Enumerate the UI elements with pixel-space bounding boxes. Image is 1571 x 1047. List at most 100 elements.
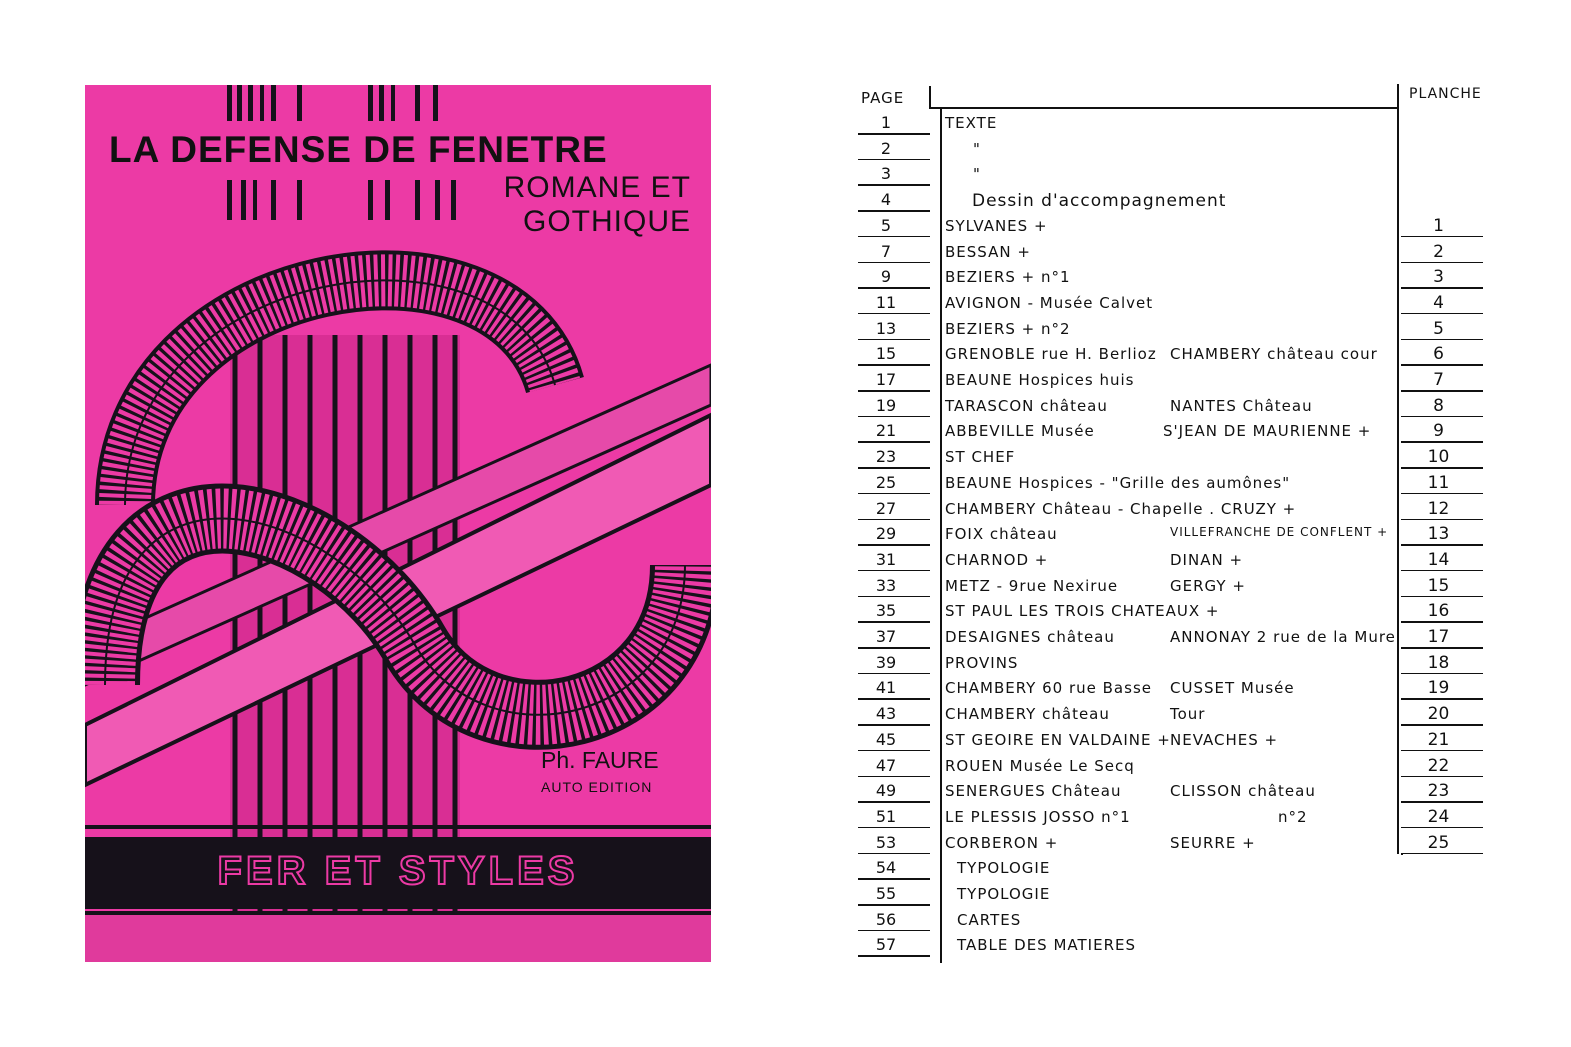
toc-entry: TARASCON château [945,396,1108,415]
toc-entry: CHAMBERY château [945,705,1110,724]
toc-entry-secondary: GERGY + [1170,576,1246,595]
toc-entry: BESSAN + [945,242,1031,261]
planche-column-divider [1397,84,1399,854]
page-row-rule [858,878,930,880]
page-row-rule [858,287,930,289]
toc-entry-secondary: NEVACHES + [1170,730,1279,749]
toc-entry-secondary: Tour [1170,705,1206,724]
toc-page-number: 21 [875,421,897,441]
toc-page-number: 2 [880,138,892,158]
toc-planche-number: 18 [1427,652,1450,673]
toc-entry: CHAMBERY 60 rue Basse [945,679,1152,698]
page-row-rule [858,210,930,212]
planche-row-rule [1401,595,1483,598]
cover-band [85,837,711,909]
toc-planche-number: 1 [1433,215,1444,236]
toc-entry: FOIX château [945,525,1058,544]
toc-planche-number: 6 [1433,344,1444,365]
toc-page-number: 33 [875,575,897,595]
page-row-rule [858,544,930,546]
toc-planche-number: 7 [1433,370,1444,390]
toc-page-number: 35 [875,601,897,621]
toc-planche-number: 9 [1433,421,1444,442]
toc-page-number: 57 [875,935,897,955]
toc-planche-number: 20 [1427,704,1450,725]
toc-page-number: 4 [880,190,892,210]
toc-page-number: 56 [875,909,897,929]
planche-row-rule [1401,415,1483,418]
page-row-rule [858,518,930,520]
toc-entry: ST PAUL LES TROIS CHATEAUX + [945,602,1220,621]
toc-page-number: 37 [875,627,897,646]
page-row-rule [858,647,930,649]
toc-entry-secondary: n°2 [1278,807,1308,826]
planche-row-rule [1401,518,1483,520]
page-row-rule [858,390,930,392]
toc-planche-number: 4 [1433,292,1444,313]
planche-row-rule [1401,467,1483,469]
toc-entry: AVIGNON - Musée Calvet [945,293,1154,312]
page-row-rule [858,467,930,469]
page-row-rule [858,698,930,700]
page-row-rule [858,801,930,803]
toc-planche-number: 16 [1427,601,1450,622]
toc-page-number: 9 [880,267,892,287]
toc-page-number: 49 [875,781,897,801]
toc-page-number: 15 [875,344,897,364]
toc-planche-number: 17 [1427,627,1450,647]
toc-entry-secondary: CLISSON château [1170,782,1316,801]
toc-entry: TYPOLOGIE [957,859,1051,878]
cover-band-title: FER ET STYLES [217,848,579,894]
toc-entry-secondary: SEURRE + [1170,833,1256,852]
toc-entry-secondary: CHAMBERY château cour [1170,345,1378,364]
page-row-rule [858,415,930,418]
toc-page-number: 11 [875,292,897,312]
toc-planche-number: 21 [1427,729,1450,750]
planche-row-rule [1401,338,1483,341]
planche-row-rule [1401,261,1483,263]
toc-entry: SYLVANES + [945,216,1048,235]
page-row-rule [858,724,930,726]
toc-entry: ROUEN Musée Le Secq [945,756,1135,775]
toc-entry-secondary: VILLEFRANCHE DE CONFLENT + [1170,525,1389,540]
page-row-rule [858,569,930,572]
toc-page-number: 27 [875,498,897,518]
page-row-rule [858,826,930,829]
planche-row-rule [1401,569,1483,572]
planche-row-rule [1401,724,1483,726]
page-row-rule [858,621,930,623]
toc-planche-number: 3 [1433,267,1444,288]
toc-entry: PROVINS [945,653,1019,672]
toc-planche-number: 14 [1427,549,1450,570]
toc-page-number: 19 [875,395,897,415]
toc-page-number: 41 [875,678,897,698]
toc-entry: DESAIGNES château [945,628,1115,646]
toc-page-number: 29 [875,524,897,544]
toc-planche-number: 15 [1427,575,1450,596]
toc-entry: TYPOLOGIE [957,885,1051,903]
page-row-rule [858,749,930,752]
planche-row-rule [1401,801,1483,803]
toc-entry: BEAUNE Hospices - "Grille des aumônes" [945,473,1291,492]
toc-entry: ABBEVILLE Musée [945,422,1095,441]
page-row-rule [858,133,930,135]
toc-page-number: 47 [875,755,897,775]
planche-row-rule [1401,852,1483,855]
toc-page-number: 25 [875,472,897,492]
planche-row-rule [1401,621,1483,623]
page-row-rule [858,595,930,598]
toc-entry-secondary: CUSSET Musée [1170,679,1295,698]
toc-planche-number: 24 [1427,806,1450,827]
toc-planche-number: 10 [1427,447,1450,468]
planche-row-rule [1401,672,1483,675]
header-rule [929,107,1399,109]
planche-end-rule [1401,852,1403,855]
page-row-rule [858,235,930,238]
page-column-divider [940,108,942,963]
toc-planche-number: 12 [1427,498,1450,519]
planche-row-rule [1401,312,1483,315]
header-planche: PLANCHE [1409,86,1482,102]
toc-page-number: 17 [875,370,897,389]
toc-entry: METZ - 9rue Nexirue [945,576,1119,595]
